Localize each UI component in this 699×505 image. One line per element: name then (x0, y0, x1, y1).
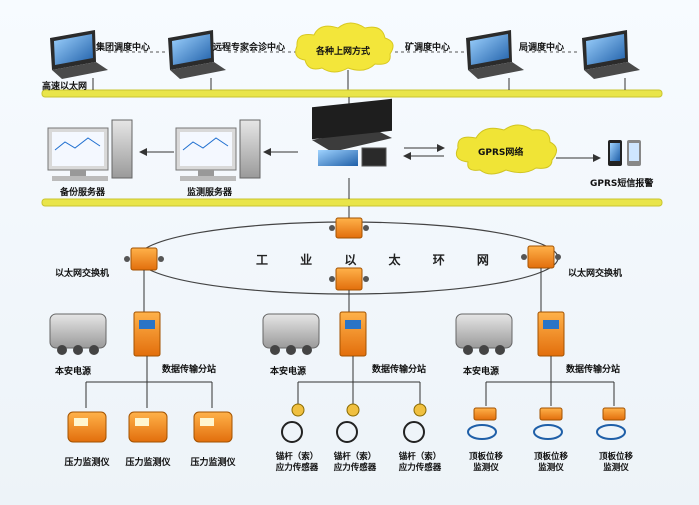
label-group-dispatch: 集团调度中心 (96, 43, 151, 53)
label-sensor: 顶板位移 监测仪 (598, 452, 634, 473)
label-station: 数据传输分站 (372, 365, 427, 375)
intrinsic-safe-power-icon (262, 313, 320, 355)
anchor-stress-sensor-icon (281, 403, 305, 443)
lower-ethernet-bus (41, 198, 663, 207)
label-sensor: 顶板位移 监测仪 (468, 452, 504, 473)
label-sensor: 压力监测仪 (64, 458, 110, 468)
high-speed-ethernet-bus (41, 89, 663, 98)
label-switch-left: 以太网交换机 (55, 269, 110, 279)
label-gprs-network: GPRS网络 (478, 148, 524, 158)
roof-displacement-monitor-icon (533, 407, 563, 440)
cloud-icon (295, 22, 394, 73)
label-high-speed-ethernet: 高速以太网 (42, 82, 88, 92)
label-monitor-server: 监测服务器 (187, 188, 233, 198)
laptop-icon (582, 30, 640, 79)
label-sensor: 压力监测仪 (125, 458, 171, 468)
anchor-stress-sensor-icon (336, 403, 360, 443)
label-power: 本安电源 (270, 367, 307, 377)
label-station: 数据传输分站 (162, 365, 217, 375)
label-power: 本安电源 (55, 367, 92, 377)
laptop-icon (168, 30, 226, 79)
desktop-computer-icon (175, 119, 261, 181)
ethernet-switch-icon (329, 267, 369, 291)
label-industrial-ring: 工 业 以 太 环 网 (256, 253, 503, 267)
label-sensor: 锚杆（索） 应力传感器 (398, 452, 442, 473)
label-cloud: 各种上网方式 (316, 47, 371, 57)
label-bureau-dispatch: 局调度中心 (519, 43, 565, 53)
label-sensor: 锚杆（索） 应力传感器 (333, 452, 377, 473)
label-switch-right: 以太网交换机 (568, 269, 623, 279)
roof-displacement-monitor-icon (596, 407, 626, 440)
roof-displacement-monitor-icon (467, 407, 497, 440)
central-server-icon (312, 98, 392, 167)
intrinsic-safe-power-icon (49, 313, 107, 355)
laptop-icon (466, 30, 524, 79)
data-station-icon (133, 311, 161, 357)
ethernet-switch-icon (329, 217, 369, 239)
label-mine-dispatch: 矿调度中心 (405, 43, 451, 53)
label-backup-server: 备份服务器 (60, 188, 106, 198)
pressure-monitor-icon (67, 411, 107, 443)
label-sensor: 顶板位移 监测仪 (533, 452, 569, 473)
label-sensor: 锚杆（索） 应力传感器 (275, 452, 319, 473)
mobile-phone-icon (608, 140, 641, 166)
data-station-icon (339, 311, 367, 357)
gprs-cloud-icon (455, 124, 557, 175)
label-station: 数据传输分站 (566, 365, 621, 375)
intrinsic-safe-power-icon (455, 313, 513, 355)
pressure-monitor-icon (128, 411, 168, 443)
label-sensor: 压力监测仪 (190, 458, 236, 468)
ethernet-switch-icon (124, 247, 164, 271)
data-station-icon (537, 311, 565, 357)
laptop-icon (50, 30, 108, 79)
label-expert-center: 远程专家会诊中心 (213, 43, 286, 53)
desktop-computer-icon (47, 119, 133, 181)
ethernet-switch-icon (521, 245, 561, 269)
label-gprs-sms-alarm: GPRS短信报警 (590, 179, 654, 189)
anchor-stress-sensor-icon (403, 403, 427, 443)
pressure-monitor-icon (193, 411, 233, 443)
label-power: 本安电源 (463, 367, 500, 377)
